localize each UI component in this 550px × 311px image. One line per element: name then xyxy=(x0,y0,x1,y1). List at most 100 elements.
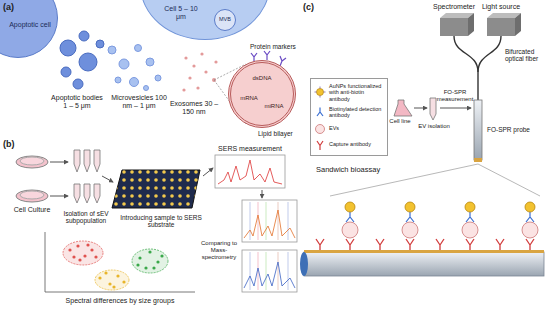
apoptotic-bodies xyxy=(60,31,104,89)
panel-letter: (b) xyxy=(3,139,23,149)
apoptotic-bodies xyxy=(60,40,76,56)
pca-scatter xyxy=(45,232,195,292)
sensor-fiber xyxy=(304,252,544,276)
microvesicles xyxy=(119,59,129,69)
sensor-fiber xyxy=(304,250,544,253)
apoptotic-bodies xyxy=(79,53,97,71)
pca-scatter xyxy=(122,280,125,283)
microvesicles xyxy=(146,58,154,66)
microvesicles xyxy=(130,78,139,87)
pca-scatter xyxy=(148,250,151,253)
pca-scatter xyxy=(68,243,97,261)
mass-spec-comparison xyxy=(250,202,288,240)
pca-scatter xyxy=(116,274,119,277)
mass-spec-comparison xyxy=(266,202,267,240)
gold-nanoparticles xyxy=(345,202,535,212)
gold-nanoparticles xyxy=(345,202,355,212)
flow-arrows xyxy=(414,108,427,109)
capture-antibodies xyxy=(496,239,504,250)
probe-zoom-lines xyxy=(478,164,540,196)
capture-antibodies xyxy=(316,239,324,250)
detection-antibodies xyxy=(346,212,354,222)
step-label: Cell Culture xyxy=(6,206,58,214)
legend-icon-part xyxy=(317,89,324,96)
spectrometer-cube xyxy=(440,13,474,36)
pca-scatter xyxy=(136,263,139,266)
capture-antibodies xyxy=(526,239,534,250)
light-source-cube xyxy=(487,18,515,36)
mass-spec-comparison xyxy=(250,252,288,290)
cell-circle: MVBCell 5 – 10 μm xyxy=(140,0,270,40)
legend-icon xyxy=(314,106,326,118)
pca-scatter xyxy=(160,254,163,257)
legend-box: AuNPs functionalized with anti-biotin an… xyxy=(310,78,388,156)
sample-tubes xyxy=(84,150,90,172)
process-arrows xyxy=(50,162,68,163)
legend-text: AuNPs functionalized with anti-biotin an… xyxy=(329,83,384,102)
panel-letter: (c) xyxy=(303,2,323,12)
light-source-cube xyxy=(515,13,521,36)
fo-spr-probe xyxy=(474,158,482,162)
size-label: Exosomes 30 – 150 nm xyxy=(166,100,222,116)
optical-fiber xyxy=(477,72,478,100)
node-text: Apoptotic cell xyxy=(9,21,51,29)
legend-text: EVs xyxy=(329,125,384,131)
device-label: Light source xyxy=(476,3,526,11)
sample-tubes xyxy=(94,150,100,172)
step-label: Isolation of sEV subpopulation xyxy=(58,210,114,225)
node-text: dsDNA xyxy=(246,75,278,82)
process-arrows xyxy=(50,196,68,197)
exosome-dots xyxy=(204,70,207,73)
exosome-dots xyxy=(214,60,217,63)
sample-tubes xyxy=(74,150,80,172)
microvesicles xyxy=(144,86,149,91)
pca-scatter xyxy=(78,258,81,261)
pca-scatter xyxy=(104,271,107,274)
pca-scatter xyxy=(94,255,97,258)
sers-spectrum xyxy=(218,160,282,184)
legend-icon-part xyxy=(316,124,325,133)
optical-fiber xyxy=(478,36,501,72)
apoptotic-bodies xyxy=(79,31,89,41)
ev-particles xyxy=(462,222,478,238)
legend-text: Biotinylated detection antibody xyxy=(329,106,384,119)
ev-particles xyxy=(402,222,418,238)
step-label: Spectral differences by size groups xyxy=(40,297,200,305)
cell-line-flask xyxy=(394,100,412,116)
sers-spectrum xyxy=(215,155,285,188)
spectrometer-cube xyxy=(440,18,468,36)
mass-spec-comparison xyxy=(258,202,259,240)
ev-particles xyxy=(342,222,358,238)
exosome-dots xyxy=(184,56,187,59)
capture-antibodies xyxy=(376,239,384,250)
mass-spec-comparison xyxy=(242,250,297,292)
sensor-fiber xyxy=(300,252,308,276)
mass-spec-comparison xyxy=(288,202,289,240)
exosome-dots xyxy=(182,88,185,91)
device-label: Bifurcated optical fiber xyxy=(505,48,547,63)
pca-scatter xyxy=(144,266,147,269)
sers-spectrum xyxy=(215,155,285,188)
pca-scatter xyxy=(136,250,163,269)
pca-scatter xyxy=(68,248,71,251)
capture-antibodies xyxy=(466,239,474,250)
spectrometer-cube xyxy=(440,13,474,18)
culture-dishes xyxy=(16,156,48,168)
mvb-circle: MVB xyxy=(214,9,236,31)
part-label: Protein markers xyxy=(250,43,298,50)
protein-markers xyxy=(264,51,270,60)
device-label: Spectrometer xyxy=(429,3,479,11)
pca-scatter xyxy=(112,285,115,288)
step-label: FO-SPR measurement xyxy=(436,89,474,103)
optical-fiber xyxy=(454,36,478,72)
apoptotic-bodies xyxy=(73,79,83,89)
microvesicles xyxy=(135,45,142,52)
pca-scatter xyxy=(138,256,141,259)
step-label: EV isolation xyxy=(413,123,455,130)
fo-spr-probe xyxy=(474,100,482,160)
panel-heading: Sandwich bioassay xyxy=(316,166,396,175)
exosome-dots xyxy=(192,64,195,67)
sample-tubes xyxy=(74,184,80,203)
step-label: Cell line xyxy=(384,118,416,125)
step-label: Introducing sample to SERS substrate xyxy=(114,214,208,229)
